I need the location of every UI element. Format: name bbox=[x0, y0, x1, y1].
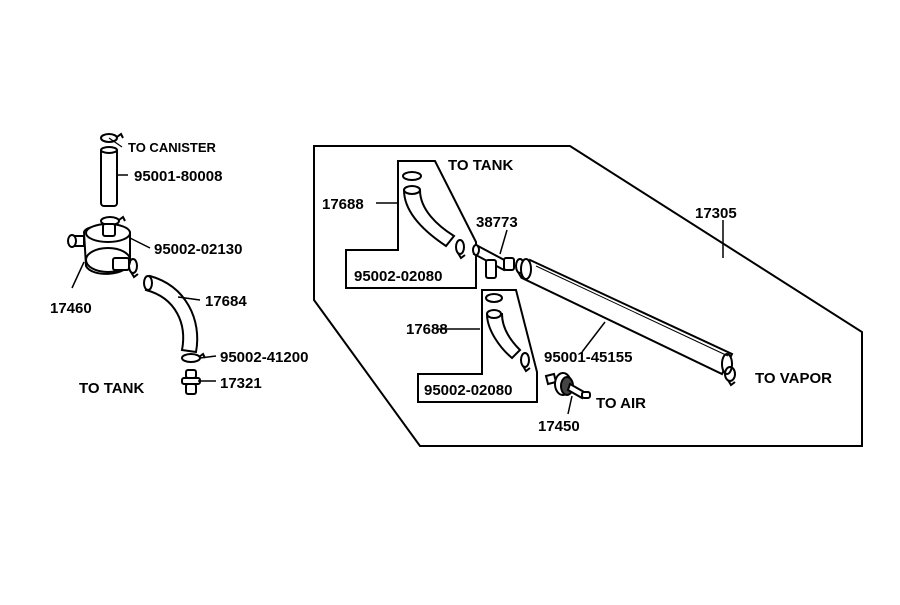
hose-17688-lower bbox=[485, 293, 522, 360]
label-to-tank-left: TO TANK bbox=[79, 380, 144, 397]
hose-clamp-top-left bbox=[100, 132, 124, 143]
label-to-vapor: TO VAPOR bbox=[755, 370, 832, 387]
label-to-tank-top: TO TANK bbox=[448, 157, 513, 174]
label-to-air: TO AIR bbox=[596, 395, 646, 412]
label-38773: 38773 bbox=[476, 214, 518, 231]
hose-clamp-valve-side bbox=[128, 258, 139, 279]
hose-17688-upper bbox=[402, 171, 456, 248]
check-valve-17460 bbox=[67, 223, 131, 275]
subkit-boundary-upper bbox=[345, 160, 477, 289]
hose-17684 bbox=[143, 274, 199, 354]
label-95001-80008: 95001-80008 bbox=[134, 168, 222, 185]
label-17688-lower: 17688 bbox=[406, 321, 448, 338]
label-17684: 17684 bbox=[205, 293, 247, 310]
leader-lines-right bbox=[376, 202, 724, 415]
hose-95001-80008 bbox=[100, 146, 118, 207]
subkit-boundary-lower bbox=[417, 289, 538, 403]
label-17321: 17321 bbox=[220, 375, 262, 392]
label-17305: 17305 bbox=[695, 205, 737, 222]
kit-boundary-17305 bbox=[313, 145, 863, 447]
leader-lines-left bbox=[71, 174, 217, 382]
hose-clamp-vapor bbox=[724, 366, 736, 387]
fitting-17321 bbox=[181, 369, 201, 395]
hose-95001-45155 bbox=[520, 258, 734, 376]
tee-fitting-38773 bbox=[472, 244, 515, 279]
label-95002-02080-upper: 95002-02080 bbox=[354, 268, 442, 285]
hose-clamp-upper-kit bbox=[455, 239, 466, 260]
label-17460: 17460 bbox=[50, 300, 92, 317]
label-95002-41200: 95002-41200 bbox=[220, 349, 308, 366]
air-filter-17450 bbox=[544, 372, 591, 400]
label-95002-02080-lower: 95002-02080 bbox=[424, 382, 512, 399]
label-17450: 17450 bbox=[538, 418, 580, 435]
label-to-canister: TO CANISTER bbox=[128, 140, 216, 155]
label-17688-upper: 17688 bbox=[322, 196, 364, 213]
label-95001-45155: 95001-45155 bbox=[544, 349, 632, 366]
label-95002-02130: 95002-02130 bbox=[154, 241, 242, 258]
hose-clamp-lower-kit bbox=[520, 352, 531, 373]
